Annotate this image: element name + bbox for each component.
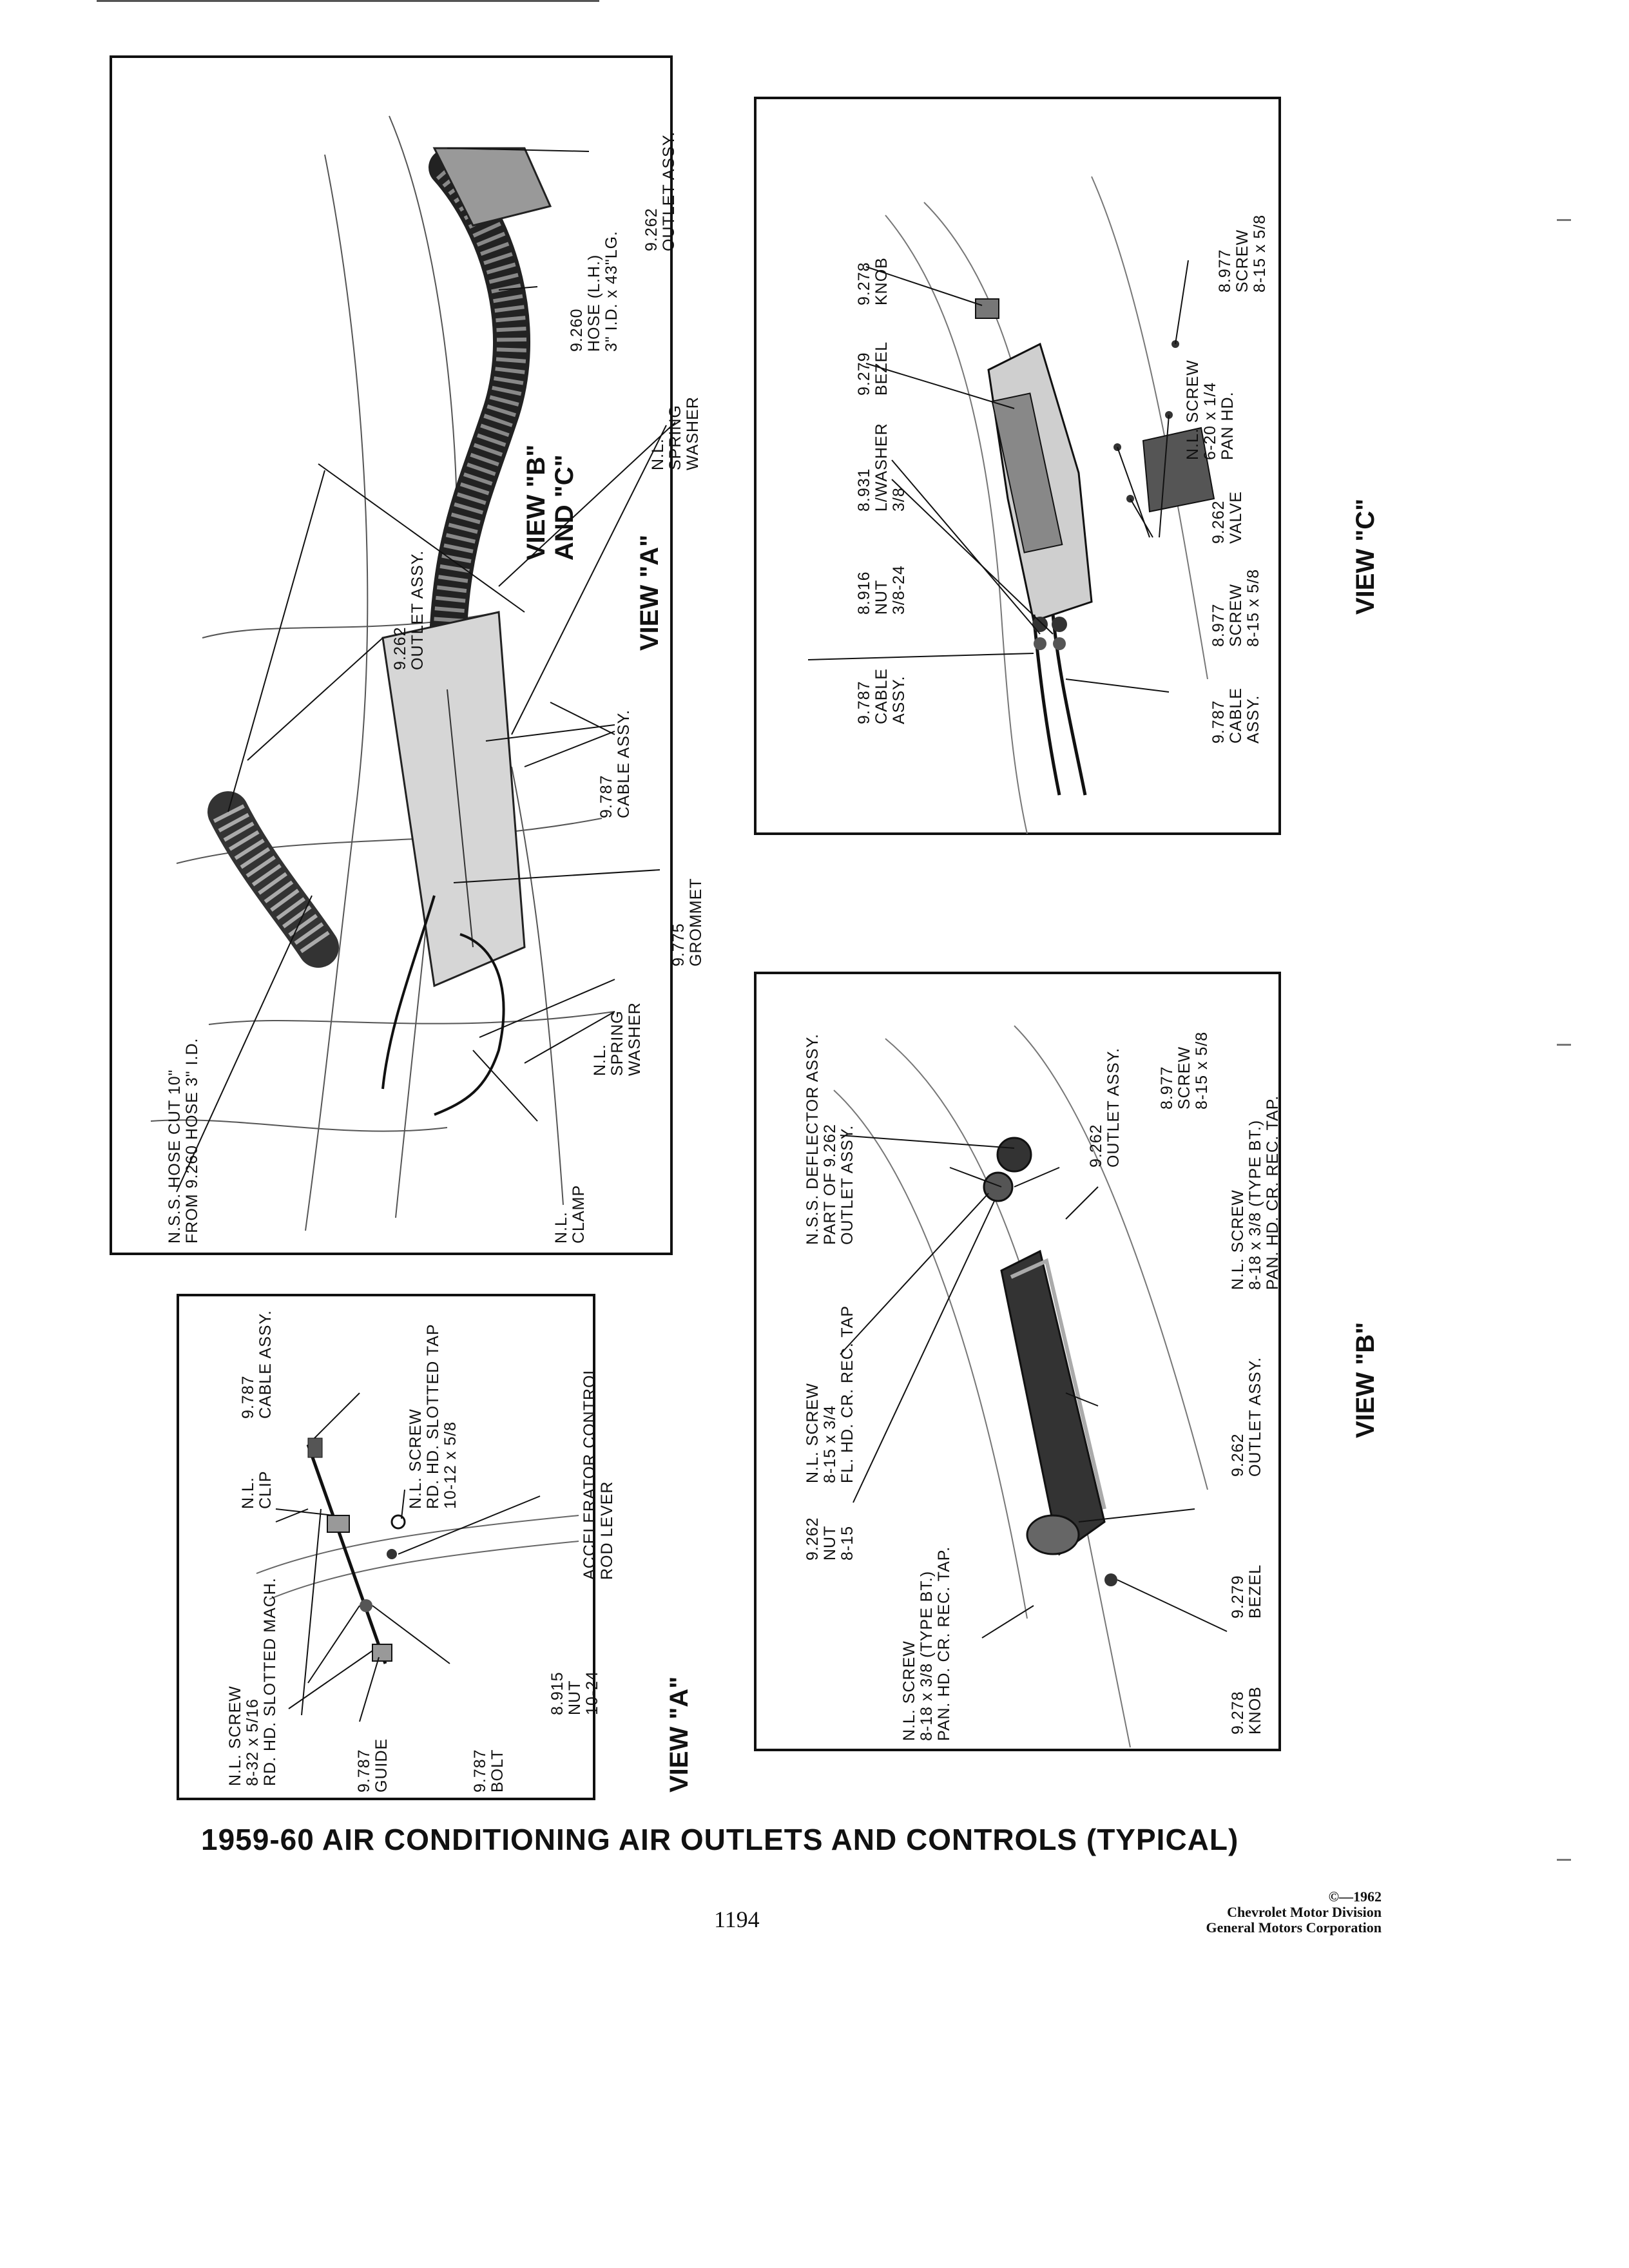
label-nl-clip: N.L.CLIP <box>239 1470 275 1509</box>
label-nl-clamp: N.L.CLAMP <box>552 1184 588 1244</box>
division-line: Chevrolet Motor Division <box>1227 1904 1382 1920</box>
view-c-illustration <box>807 176 1215 834</box>
margin-tick <box>1557 1044 1571 1046</box>
view-a-illustration <box>256 1392 579 1722</box>
label-nss-hose-cut: N.S.S. HOSE CUT 10"FROM 9.260 HOSE 3" I.… <box>166 1037 201 1244</box>
view-a-callout: VIEW "A" <box>635 534 664 651</box>
view-c-title: VIEW "C" <box>1351 498 1380 615</box>
copyright-line: ©—1962 <box>1328 1888 1382 1905</box>
corporation-line: General Motors Corporation <box>1206 1919 1382 1936</box>
view-b-title: VIEW "B" <box>1351 1321 1380 1438</box>
scan-top-edge-line <box>97 0 599 2</box>
copyright-credit: ©—1962 Chevrolet Motor Division General … <box>1206 1889 1382 1936</box>
view-b-illustration <box>833 1025 1228 1748</box>
page-number: 1194 <box>714 1907 760 1932</box>
margin-tick <box>1557 1859 1571 1861</box>
main-duct-illustration <box>150 115 675 1231</box>
margin-tick <box>1557 219 1571 221</box>
page-title: 1959-60 AIR CONDITIONING AIR OUTLETS AND… <box>201 1823 1239 1856</box>
view-a-title: VIEW "A" <box>665 1676 693 1792</box>
